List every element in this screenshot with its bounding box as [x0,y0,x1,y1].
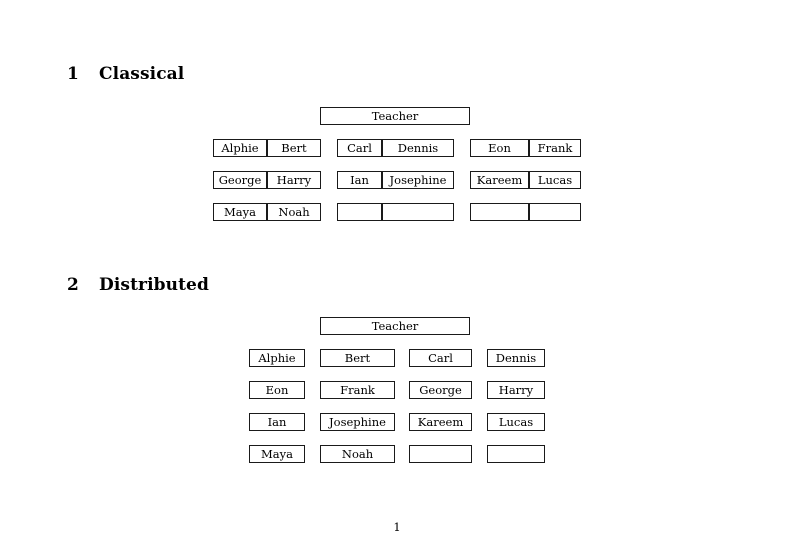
section-heading-distributed: 2 Distributed [67,275,209,295]
section-title: Distributed [99,275,209,295]
classical-cell: Harry [267,171,321,189]
distributed-cell: Noah [320,445,395,463]
classical-cell-empty [470,203,529,221]
distributed-cell: Dennis [487,349,545,367]
classical-cell: Dennis [382,139,454,157]
classical-cell: Kareem [470,171,529,189]
distributed-cell: Harry [487,381,545,399]
distributed-cell: George [409,381,472,399]
classical-cell: Bert [267,139,321,157]
distributed-cell: Alphie [249,349,305,367]
section-number: 1 [67,64,79,84]
section-number: 2 [67,275,79,295]
classical-cell: Lucas [529,171,581,189]
classical-cell: Maya [213,203,267,221]
page-number: 1 [393,520,401,534]
classical-teacher-box: Teacher [320,107,470,125]
classical-cell-empty [337,203,382,221]
distributed-cell: Eon [249,381,305,399]
section-title: Classical [99,64,185,84]
distributed-teacher-box: Teacher [320,317,470,335]
classical-cell: Ian [337,171,382,189]
classical-cell: Frank [529,139,581,157]
distributed-cell: Lucas [487,413,545,431]
classical-cell: George [213,171,267,189]
classical-cell-empty [529,203,581,221]
distributed-cell: Carl [409,349,472,367]
classical-cell: Noah [267,203,321,221]
distributed-cell: Maya [249,445,305,463]
classical-cell-empty [382,203,454,221]
classical-cell: Josephine [382,171,454,189]
section-heading-classical: 1 Classical [67,64,184,84]
distributed-cell-empty [409,445,472,463]
distributed-cell: Frank [320,381,395,399]
distributed-cell: Bert [320,349,395,367]
distributed-cell-empty [487,445,545,463]
distributed-cell: Josephine [320,413,395,431]
distributed-cell: Ian [249,413,305,431]
distributed-cell: Kareem [409,413,472,431]
classical-cell: Alphie [213,139,267,157]
classical-cell: Carl [337,139,382,157]
classical-cell: Eon [470,139,529,157]
